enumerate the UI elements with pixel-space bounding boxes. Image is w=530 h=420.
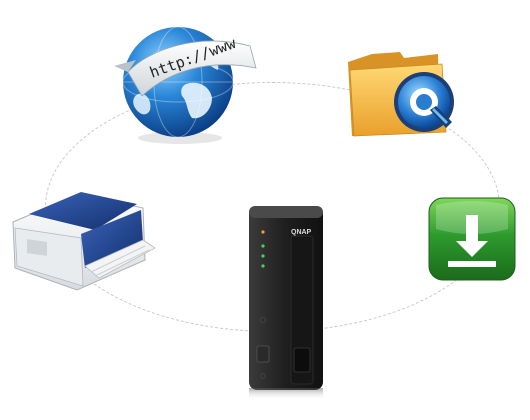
quicktime-folder-icon [342,40,462,145]
printer-icon [5,178,160,296]
download-icon [426,195,518,283]
nas-device-icon: QNAP [245,200,327,400]
nas-brand-label: QNAP [291,229,312,236]
globe-icon: http://www [108,10,260,150]
